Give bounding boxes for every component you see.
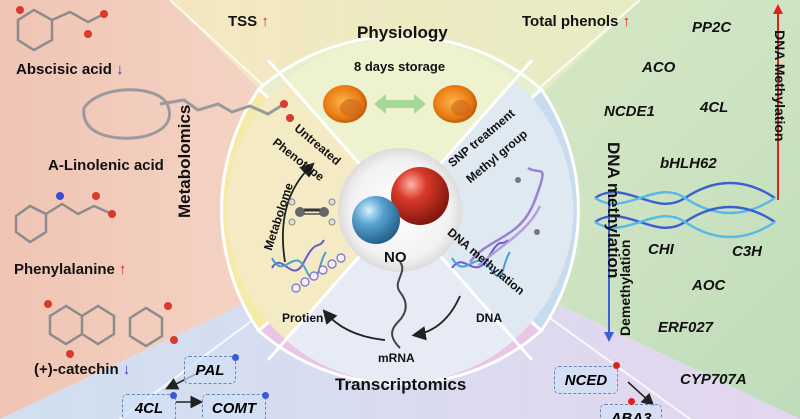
down-arrow-icon: ↓ — [122, 361, 131, 378]
center-no-label: NO — [384, 249, 407, 266]
dna-helix-small-icon — [271, 239, 327, 281]
abscisic-acid-molecule-icon — [16, 6, 108, 52]
gene-erf027: ERF027 — [658, 319, 714, 336]
blue-dot-icon — [232, 354, 239, 361]
metabolite-phenylalanine: Phenylalanine ↑ — [14, 262, 127, 277]
double-arrow-icon — [374, 94, 426, 114]
gene-box-nced: NCED — [554, 366, 618, 394]
linolenic-acid-molecule-icon — [82, 88, 294, 140]
catechin-molecule-icon — [44, 300, 178, 358]
metabolite-name: (+)-catechin — [34, 361, 119, 378]
gene-4cl: 4CL — [700, 99, 729, 116]
gene-c3h: C3H — [732, 243, 763, 260]
apricot-untreated-icon — [323, 85, 367, 123]
ring-title-transcriptomics: Transcriptomics — [335, 375, 467, 394]
phenylalanine-molecule-icon — [14, 192, 116, 244]
blue-dot-icon — [170, 392, 177, 399]
protein-chain-icon — [291, 253, 346, 293]
up-arrow-icon: ↑ — [119, 261, 127, 278]
gene-aoc: AOC — [692, 277, 726, 294]
nitrogen-atom — [352, 196, 400, 244]
gene-pp2c: PP2C — [692, 19, 732, 36]
methylation-helix-icon — [469, 166, 544, 267]
ring-title-metabolomics: Metabolomics — [175, 104, 194, 218]
gene-cyp707a: CYP707A — [680, 371, 747, 388]
metabolite-name: Abscisic acid — [16, 61, 112, 78]
mrna-label: mRNA — [378, 351, 415, 365]
gene-box-comt: COMT — [202, 394, 266, 419]
storage-label: 8 days storage — [354, 59, 446, 74]
up-arrow-icon: ↑ — [261, 13, 269, 30]
metabolite-abscisic-acid: Abscisic acid ↓ — [16, 62, 124, 77]
bg-right-panel — [400, 0, 800, 419]
gene-ncde1: NCDE1 — [604, 103, 655, 120]
gene-box-aba3: ABA3 — [600, 404, 662, 419]
metabolite-catechin: (+)-catechin ↓ — [34, 362, 130, 377]
metabolite-name: A-Linolenic acid — [48, 157, 164, 174]
red-dot-icon — [628, 398, 635, 405]
apricot-snp-icon — [433, 85, 477, 123]
dna-helix-large-icon — [594, 181, 776, 239]
down-arrow-icon: ↓ — [116, 61, 124, 78]
gene-box-pal: PAL — [184, 356, 236, 384]
tss-text: TSS — [228, 13, 258, 30]
dna-methylation-axis-label: DNA Methylation — [772, 30, 788, 142]
total-phenols-text: Total phenols — [522, 13, 619, 30]
gene-aco: ACO — [642, 59, 676, 76]
dna-label: DNA — [476, 311, 502, 325]
total-phenols-label: Total phenols ↑ — [522, 14, 630, 29]
ethylene-molecule-icon — [288, 198, 336, 226]
blue-dot-icon — [262, 392, 269, 399]
gene-chi: CHI — [648, 241, 674, 258]
mrna-strand-icon — [391, 261, 407, 349]
metabolite-linolenic-acid: A-Linolenic acid — [48, 158, 164, 173]
gene-box-4cl: 4CL — [122, 394, 176, 419]
metabolite-name: Phenylalanine — [14, 261, 115, 278]
gene-bhlh62: bHLH62 — [660, 155, 717, 172]
demethylation-axis-label: Demethylation — [617, 239, 633, 336]
red-dot-icon — [613, 362, 620, 369]
protien-label: Protien — [282, 311, 324, 325]
oxygen-atom — [391, 167, 449, 225]
tss-label: TSS ↑ — [228, 14, 269, 29]
ring-title-physiology: Physiology — [357, 23, 448, 42]
up-arrow-icon: ↑ — [622, 13, 631, 30]
